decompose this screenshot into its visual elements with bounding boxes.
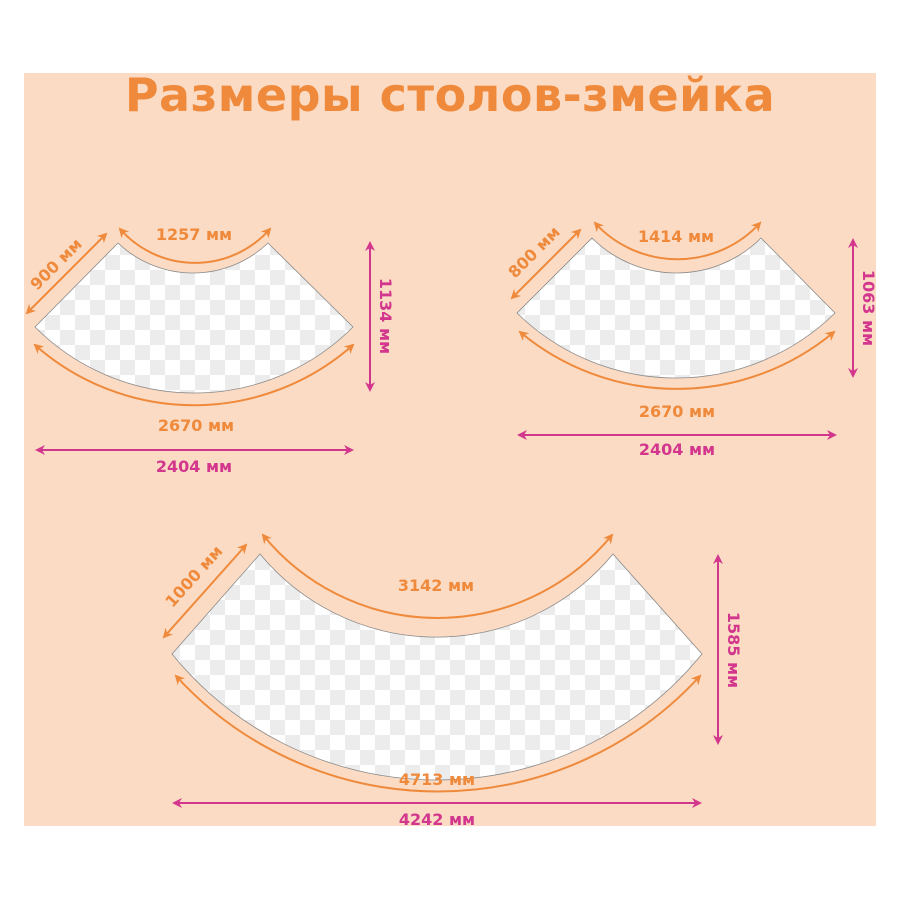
table-3-outer-arc-label: 4713 мм: [399, 770, 475, 789]
table-2: 1414 мм 800 мм 2670 мм 1063 мм 2404 мм: [504, 221, 878, 459]
table-2-inner-arc-label: 1414 мм: [638, 227, 714, 246]
table-1-height-label: 1134 мм: [376, 278, 395, 354]
table-1-inner-arc-label: 1257 мм: [156, 225, 232, 244]
table-1-side-dimension: [25, 232, 108, 315]
table-2-side-dimension: [510, 228, 582, 300]
table-3-side-dimension: [162, 543, 248, 639]
table-2-width-label: 2404 мм: [639, 440, 715, 459]
table-1-width-label: 2404 мм: [156, 457, 232, 476]
table-3-width-label: 4242 мм: [399, 810, 475, 829]
page-title: Размеры столов-змейка: [124, 68, 776, 122]
table-3-shape: [171, 553, 703, 781]
table-1-inner-arc-dimension: [118, 227, 272, 264]
table-3-inner-arc-dimension: [261, 533, 614, 619]
table-3-inner-arc-label: 3142 мм: [398, 576, 474, 595]
table-3-outer-arc-dimension: [174, 674, 702, 793]
table-1-outer-arc-dimension: [33, 343, 355, 407]
table-3-side-label: 1000 мм: [161, 542, 226, 611]
table-2-outer-arc-dimension: [518, 330, 836, 390]
table-2-height-label: 1063 мм: [859, 270, 878, 346]
table-2-inner-arc-dimension: [593, 221, 762, 261]
table-1-outer-arc-label: 2670 мм: [158, 416, 234, 435]
table-1-shape: [34, 242, 354, 394]
table-2-outer-arc-label: 2670 мм: [639, 402, 715, 421]
table-1: 1257 мм 900 мм 2670 мм 1134 мм 2404 мм: [25, 225, 395, 476]
table-2-side-label: 800 мм: [504, 222, 563, 281]
table-3: 3142 мм 1000 мм 4713 мм 1585 мм 4242 мм: [161, 533, 743, 829]
table-3-height-label: 1585 мм: [724, 612, 743, 688]
